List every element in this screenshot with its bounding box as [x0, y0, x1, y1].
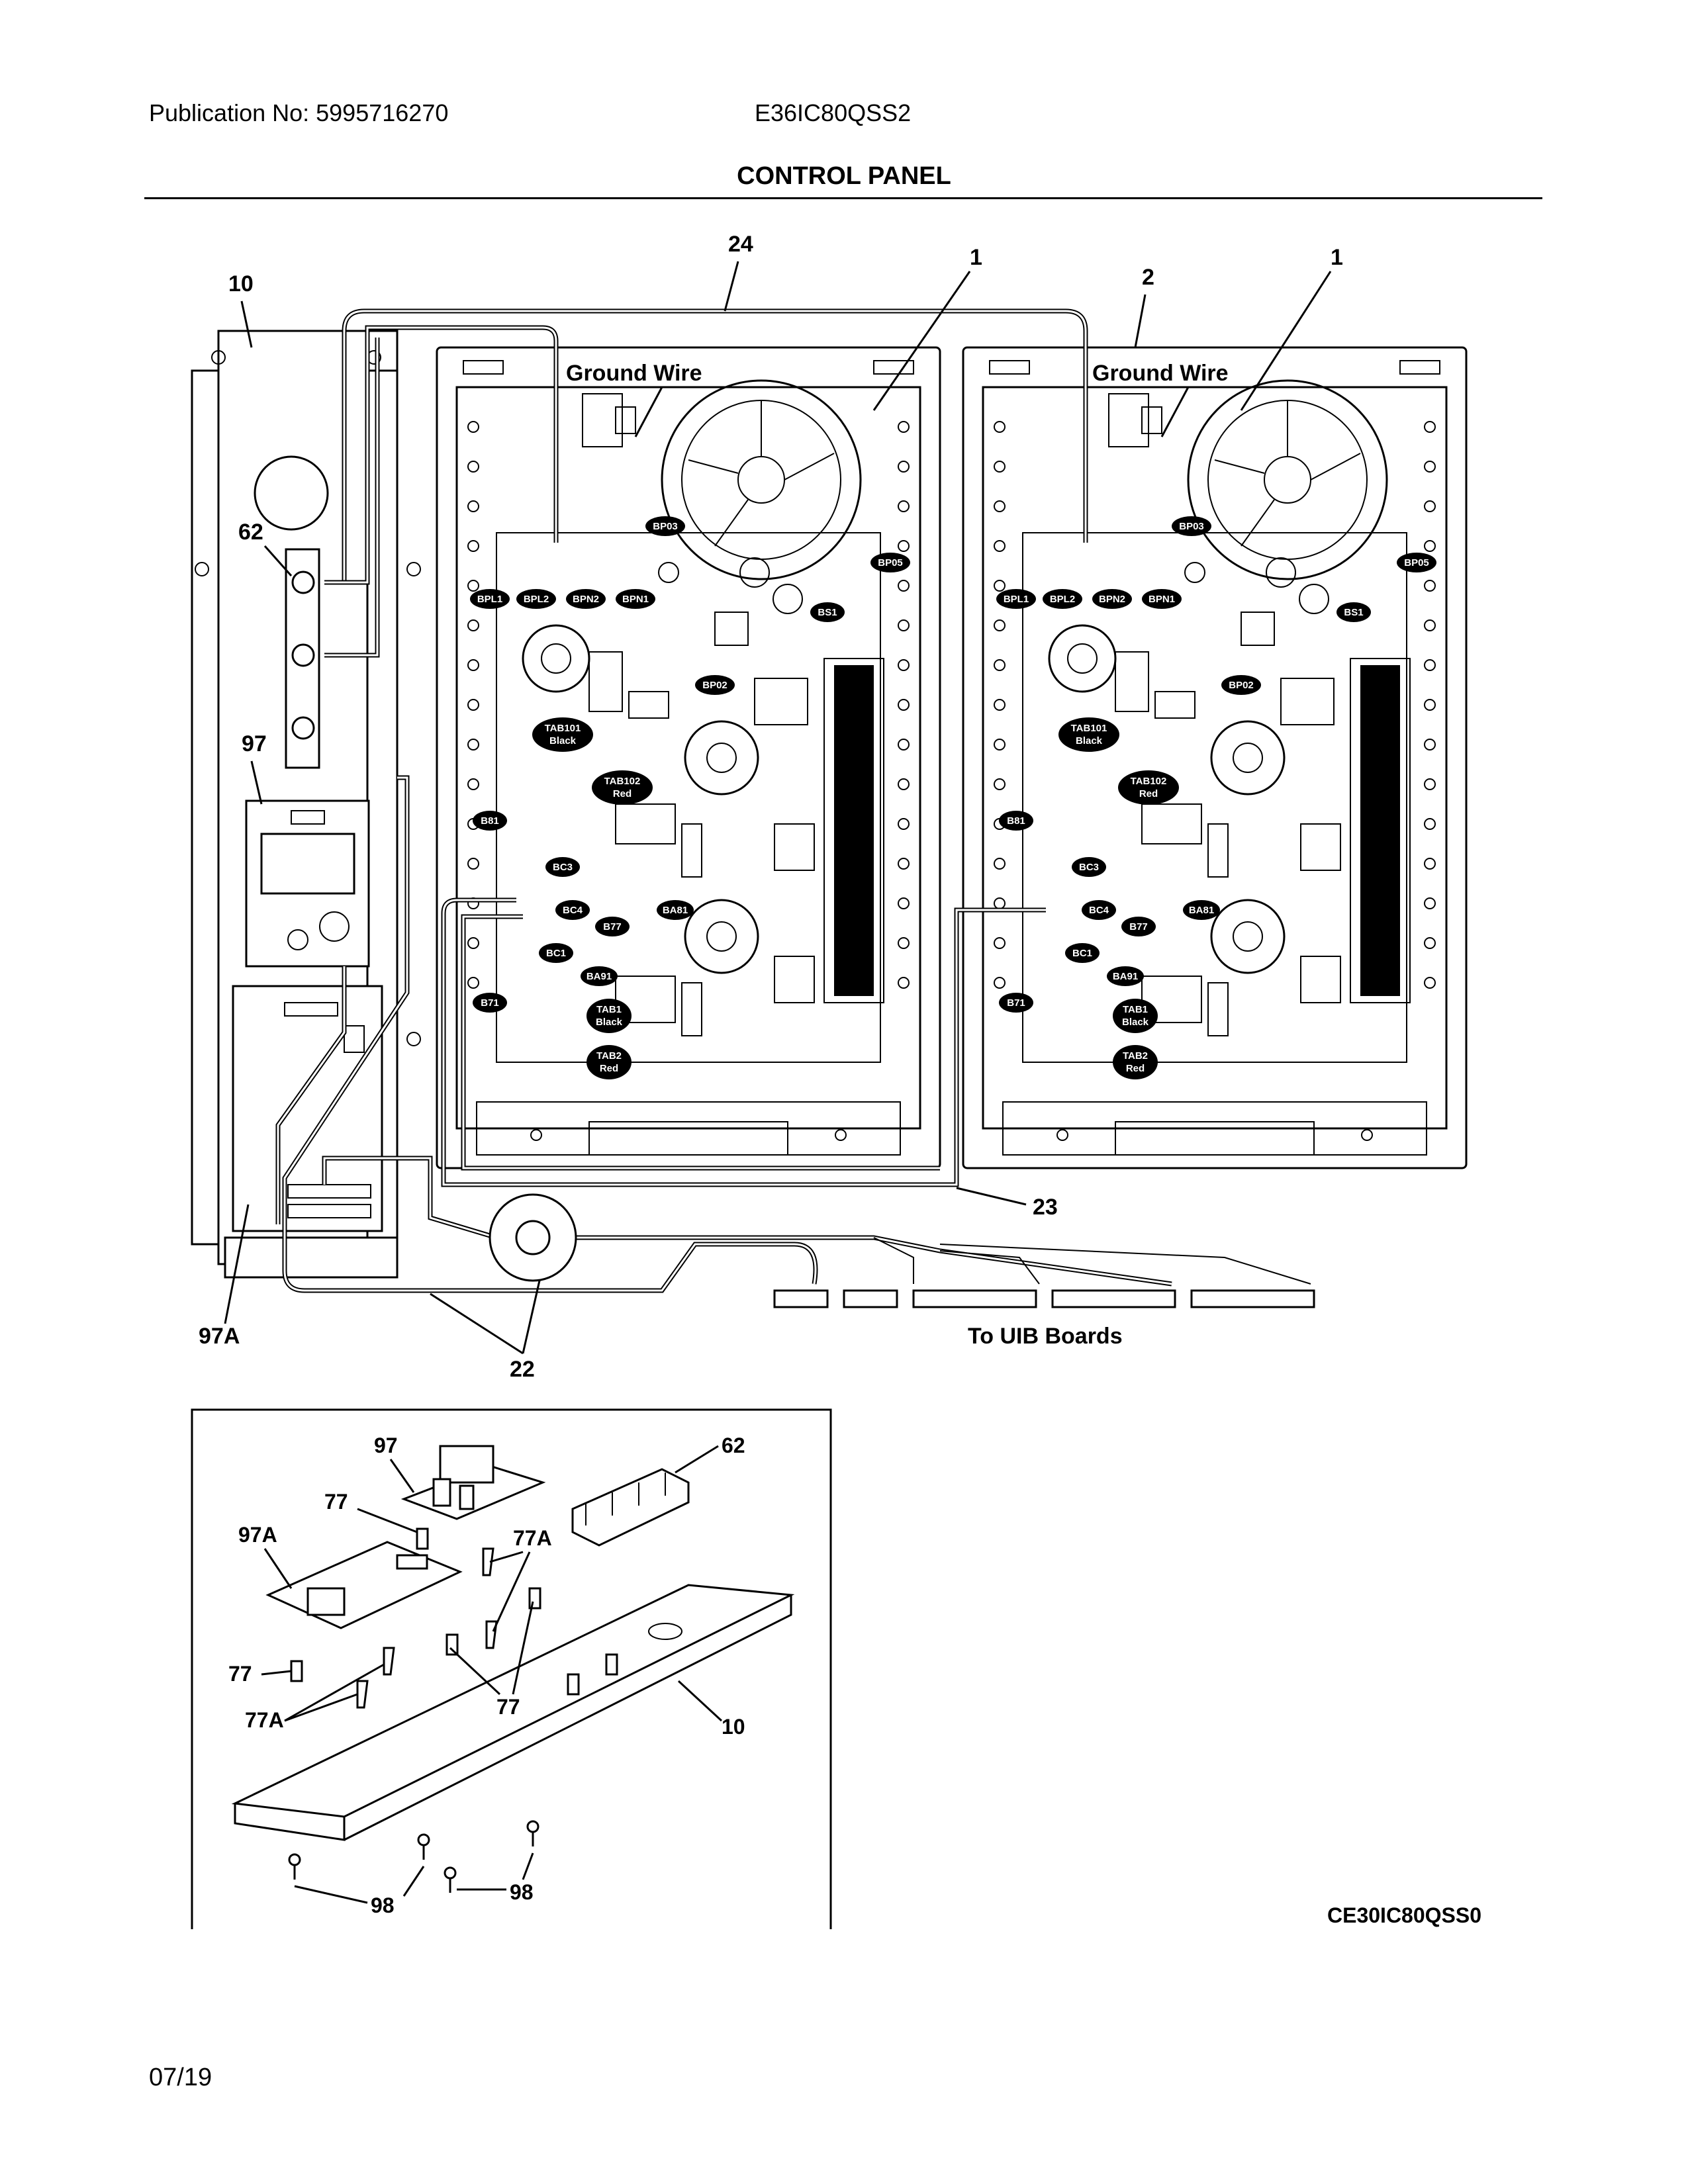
- callout-77-c: 77: [496, 1695, 520, 1719]
- callout-62-bottom: 62: [722, 1433, 745, 1457]
- to-uib-boards-label: To UIB Boards: [968, 1324, 1123, 1349]
- svg-text:Red: Red: [600, 1063, 618, 1074]
- svg-text:B77: B77: [603, 921, 622, 933]
- callout-23: 23: [1033, 1195, 1058, 1220]
- callout-97-top: 97: [242, 731, 267, 756]
- image-code: CE30IC80QSS0: [1327, 1903, 1481, 1927]
- svg-text:BS1: BS1: [818, 607, 837, 618]
- svg-text:B81: B81: [1007, 815, 1025, 827]
- svg-text:Black: Black: [549, 735, 577, 747]
- svg-text:BPL1: BPL1: [1004, 594, 1029, 605]
- svg-text:Red: Red: [613, 788, 632, 799]
- svg-text:BC1: BC1: [1072, 948, 1092, 959]
- svg-text:BP02: BP02: [702, 680, 727, 691]
- svg-text:Black: Black: [1122, 1017, 1149, 1028]
- callout-22: 22: [510, 1357, 535, 1382]
- svg-text:BP05: BP05: [878, 557, 903, 569]
- svg-text:BPN2: BPN2: [573, 594, 599, 605]
- svg-text:BC4: BC4: [563, 905, 583, 916]
- callout-2: 2: [1142, 265, 1154, 290]
- callout-10-top: 10: [228, 271, 254, 296]
- publication-number: Publication No: 5995716270: [149, 99, 449, 126]
- terminal-block: [285, 548, 320, 769]
- svg-text:TAB2: TAB2: [596, 1050, 622, 1062]
- svg-text:BPN1: BPN1: [622, 594, 649, 605]
- callout-1-left: 1: [970, 245, 982, 270]
- callout-77-b: 77: [228, 1662, 252, 1686]
- svg-text:Red: Red: [1139, 788, 1158, 799]
- svg-text:BS1: BS1: [1344, 607, 1363, 618]
- svg-text:B77: B77: [1129, 921, 1148, 933]
- exploded-view: 97 62 77 97A 77A 77 77A 77 10 98 98 CE30…: [191, 1408, 1481, 1929]
- svg-text:TAB1: TAB1: [596, 1004, 622, 1015]
- svg-text:BP03: BP03: [1179, 521, 1204, 532]
- svg-text:BA91: BA91: [1113, 971, 1138, 982]
- svg-text:Black: Black: [1076, 735, 1103, 747]
- transformer-board: [245, 799, 370, 968]
- callout-24: 24: [728, 232, 753, 257]
- svg-text:BPL1: BPL1: [477, 594, 502, 605]
- svg-text:B71: B71: [481, 997, 499, 1009]
- svg-text:BC3: BC3: [1079, 862, 1099, 873]
- svg-text:TAB2: TAB2: [1123, 1050, 1148, 1062]
- callout-62-top: 62: [238, 520, 263, 545]
- callout-98-a: 98: [371, 1893, 395, 1917]
- svg-text:BC3: BC3: [553, 862, 573, 873]
- ground-wire-label-left: Ground Wire: [566, 361, 702, 386]
- svg-text:TAB101: TAB101: [545, 723, 581, 734]
- model-number: E36IC80QSS2: [755, 99, 912, 126]
- ground-wire-label-right: Ground Wire: [1092, 361, 1229, 386]
- relay-board: [232, 985, 383, 1232]
- uib-connectors: [773, 1289, 1315, 1308]
- callout-77a-a: 77A: [513, 1526, 552, 1550]
- callout-97a-top: 97A: [199, 1324, 240, 1349]
- svg-text:BC4: BC4: [1089, 905, 1109, 916]
- svg-text:BPL2: BPL2: [524, 594, 549, 605]
- ferrite-ring: [489, 1193, 577, 1282]
- svg-text:B81: B81: [481, 815, 499, 827]
- svg-text:BPN2: BPN2: [1099, 594, 1125, 605]
- svg-text:BP03: BP03: [653, 521, 678, 532]
- wire-harness-23: [441, 897, 1046, 1187]
- svg-text:Black: Black: [596, 1017, 623, 1028]
- publication-date: 07/19: [149, 2064, 212, 2091]
- svg-text:BC1: BC1: [546, 948, 566, 959]
- header-divider: [144, 197, 1542, 199]
- callout-10-bottom: 10: [722, 1715, 745, 1739]
- svg-text:Red: Red: [1126, 1063, 1145, 1074]
- svg-text:BP05: BP05: [1404, 557, 1429, 569]
- svg-text:TAB102: TAB102: [604, 776, 641, 787]
- induction-board-left: [436, 346, 941, 1169]
- callout-77a-b: 77A: [245, 1708, 284, 1732]
- induction-board-right: [962, 346, 1468, 1169]
- board-tags: BP03 BP05 BS1 BP02 BPL1 BPL2 BPN2 BPN1 T…: [470, 516, 1436, 1079]
- svg-text:BPN1: BPN1: [1149, 594, 1175, 605]
- callout-97a-bottom: 97A: [238, 1523, 277, 1547]
- svg-text:BA81: BA81: [663, 905, 688, 916]
- svg-text:BPL2: BPL2: [1050, 594, 1075, 605]
- callout-77-a: 77: [324, 1490, 348, 1514]
- svg-text:BP02: BP02: [1229, 680, 1254, 691]
- svg-text:TAB1: TAB1: [1123, 1004, 1148, 1015]
- svg-text:B71: B71: [1007, 997, 1025, 1009]
- svg-text:TAB101: TAB101: [1071, 723, 1107, 734]
- wire-harness-22: [275, 775, 1311, 1293]
- callout-98-b: 98: [510, 1880, 534, 1904]
- callout-1-right: 1: [1331, 245, 1343, 270]
- callout-97-bottom: 97: [374, 1433, 398, 1457]
- wire-harness-24: [324, 308, 1088, 658]
- svg-text:TAB102: TAB102: [1131, 776, 1167, 787]
- upper-callouts: 10 24 1 2 1 62 97 97A 22 23 Ground Wire …: [199, 232, 1343, 1382]
- svg-text:BA81: BA81: [1189, 905, 1214, 916]
- page-title: CONTROL PANEL: [737, 162, 951, 190]
- svg-text:BA91: BA91: [586, 971, 612, 982]
